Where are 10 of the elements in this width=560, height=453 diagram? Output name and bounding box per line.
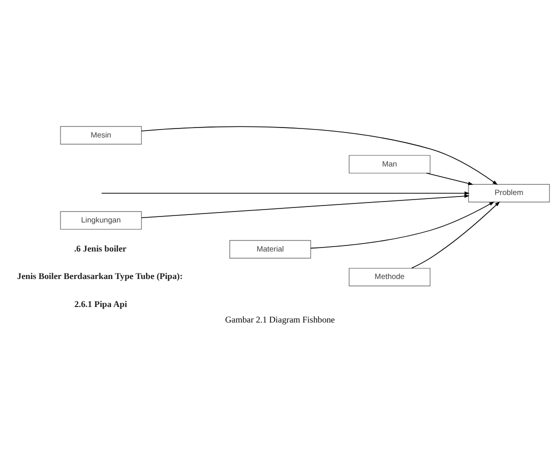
label: 2.6.1 Pipa Api [74, 298, 128, 308]
arrow [141, 126, 498, 184]
caption: Gambar 2.1 Diagram Fishbone [225, 314, 335, 324]
label: .6 Jenis boiler [74, 242, 126, 253]
label: Jenis Boiler Berdasarkan Type Tube (Pipa): [17, 270, 183, 281]
arrow [101, 190, 470, 198]
arrow [411, 200, 500, 268]
arrow [426, 172, 474, 185]
arrow [141, 190, 470, 218]
arrow [310, 201, 494, 248]
